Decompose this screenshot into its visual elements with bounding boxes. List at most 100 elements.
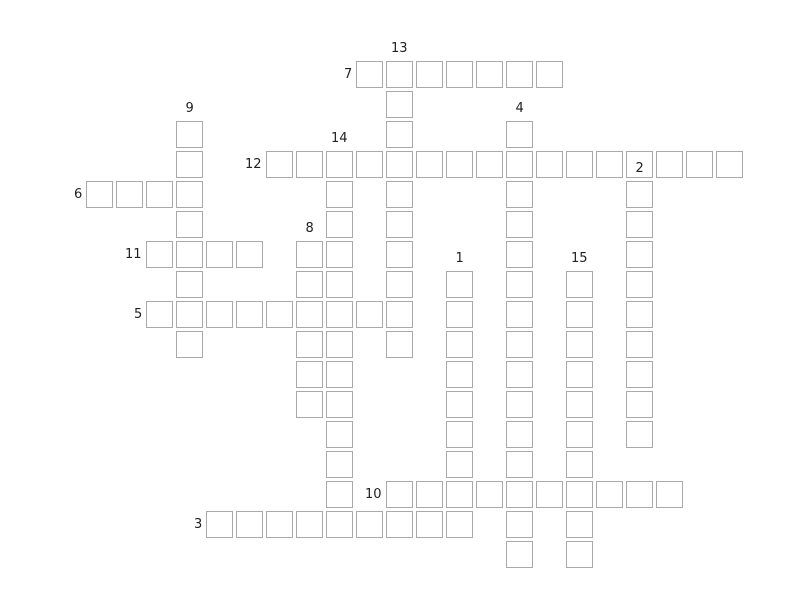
- crossword-cell[interactable]: [386, 121, 413, 148]
- crossword-cell[interactable]: [326, 481, 353, 508]
- crossword-cell[interactable]: [266, 511, 293, 538]
- crossword-cell[interactable]: [506, 331, 533, 358]
- crossword-cell[interactable]: [446, 331, 473, 358]
- crossword-cell[interactable]: [386, 181, 413, 208]
- crossword-cell[interactable]: [116, 181, 143, 208]
- crossword-cell[interactable]: [326, 391, 353, 418]
- crossword-cell[interactable]: [626, 241, 653, 268]
- crossword-cell[interactable]: [146, 181, 173, 208]
- crossword-cell[interactable]: [386, 91, 413, 118]
- crossword-cell[interactable]: [596, 151, 623, 178]
- crossword-cell[interactable]: [416, 511, 443, 538]
- crossword-cell[interactable]: [506, 541, 533, 568]
- crossword-cell[interactable]: [506, 451, 533, 478]
- crossword-cell[interactable]: [686, 151, 713, 178]
- crossword-cell[interactable]: [506, 61, 533, 88]
- crossword-cell[interactable]: [506, 361, 533, 388]
- crossword-cell[interactable]: [446, 151, 473, 178]
- crossword-cell[interactable]: [566, 361, 593, 388]
- crossword-cell[interactable]: [596, 481, 623, 508]
- crossword-cell[interactable]: [206, 511, 233, 538]
- crossword-cell[interactable]: [146, 301, 173, 328]
- crossword-cell[interactable]: [176, 301, 203, 328]
- crossword-cell[interactable]: [176, 211, 203, 238]
- crossword-cell[interactable]: [386, 331, 413, 358]
- crossword-cell[interactable]: [476, 151, 503, 178]
- crossword-cell[interactable]: [566, 331, 593, 358]
- crossword-cell[interactable]: [446, 511, 473, 538]
- crossword-cell[interactable]: [536, 61, 563, 88]
- crossword-cell[interactable]: [626, 361, 653, 388]
- crossword-cell[interactable]: [296, 391, 323, 418]
- crossword-cell[interactable]: [626, 481, 653, 508]
- crossword-cell[interactable]: [386, 61, 413, 88]
- crossword-cell[interactable]: [326, 421, 353, 448]
- crossword-cell[interactable]: [626, 271, 653, 298]
- crossword-cell[interactable]: [656, 481, 683, 508]
- crossword-cell[interactable]: [296, 301, 323, 328]
- crossword-cell[interactable]: [566, 271, 593, 298]
- crossword-cell[interactable]: [386, 511, 413, 538]
- crossword-cell[interactable]: [446, 451, 473, 478]
- crossword-cell[interactable]: [626, 421, 653, 448]
- crossword-cell[interactable]: [326, 211, 353, 238]
- crossword-cell[interactable]: [386, 481, 413, 508]
- crossword-cell[interactable]: [296, 241, 323, 268]
- crossword-cell[interactable]: [566, 481, 593, 508]
- crossword-cell[interactable]: [296, 511, 323, 538]
- crossword-cell[interactable]: [656, 151, 683, 178]
- crossword-cell[interactable]: [386, 271, 413, 298]
- crossword-cell[interactable]: [176, 121, 203, 148]
- crossword-cell[interactable]: [566, 451, 593, 478]
- crossword-cell[interactable]: [446, 61, 473, 88]
- crossword-cell[interactable]: [446, 481, 473, 508]
- crossword-cell[interactable]: [386, 241, 413, 268]
- crossword-cell[interactable]: [236, 241, 263, 268]
- crossword-cell[interactable]: [506, 121, 533, 148]
- crossword-cell[interactable]: [176, 151, 203, 178]
- crossword-cell[interactable]: [176, 241, 203, 268]
- crossword-cell[interactable]: [326, 181, 353, 208]
- crossword-cell[interactable]: [566, 301, 593, 328]
- crossword-cell[interactable]: [326, 361, 353, 388]
- crossword-cell[interactable]: [446, 421, 473, 448]
- crossword-cell[interactable]: [506, 181, 533, 208]
- crossword-cell[interactable]: [446, 361, 473, 388]
- crossword-cell[interactable]: [146, 241, 173, 268]
- crossword-cell[interactable]: [86, 181, 113, 208]
- crossword-cell[interactable]: [476, 61, 503, 88]
- crossword-cell[interactable]: [416, 61, 443, 88]
- crossword-cell[interactable]: [506, 481, 533, 508]
- crossword-cell[interactable]: [326, 271, 353, 298]
- crossword-cell[interactable]: [176, 271, 203, 298]
- crossword-cell[interactable]: [416, 481, 443, 508]
- crossword-cell[interactable]: [296, 151, 323, 178]
- crossword-cell[interactable]: [506, 391, 533, 418]
- crossword-cell[interactable]: [506, 241, 533, 268]
- crossword-cell[interactable]: [326, 301, 353, 328]
- crossword-cell[interactable]: [356, 61, 383, 88]
- crossword-cell[interactable]: [536, 481, 563, 508]
- crossword-cell[interactable]: [386, 211, 413, 238]
- crossword-cell[interactable]: [326, 331, 353, 358]
- crossword-cell[interactable]: [326, 511, 353, 538]
- crossword-cell[interactable]: [386, 301, 413, 328]
- crossword-cell[interactable]: [266, 151, 293, 178]
- crossword-cell[interactable]: [506, 511, 533, 538]
- crossword-cell[interactable]: [176, 181, 203, 208]
- crossword-cell[interactable]: [626, 151, 653, 178]
- crossword-cell[interactable]: [506, 151, 533, 178]
- crossword-cell[interactable]: [206, 241, 233, 268]
- crossword-cell[interactable]: [446, 271, 473, 298]
- crossword-cell[interactable]: [296, 331, 323, 358]
- crossword-cell[interactable]: [566, 391, 593, 418]
- crossword-cell[interactable]: [626, 301, 653, 328]
- crossword-cell[interactable]: [446, 301, 473, 328]
- crossword-cell[interactable]: [506, 271, 533, 298]
- crossword-cell[interactable]: [626, 391, 653, 418]
- crossword-cell[interactable]: [326, 451, 353, 478]
- crossword-cell[interactable]: [266, 301, 293, 328]
- crossword-cell[interactable]: [446, 391, 473, 418]
- crossword-cell[interactable]: [176, 331, 203, 358]
- crossword-cell[interactable]: [506, 211, 533, 238]
